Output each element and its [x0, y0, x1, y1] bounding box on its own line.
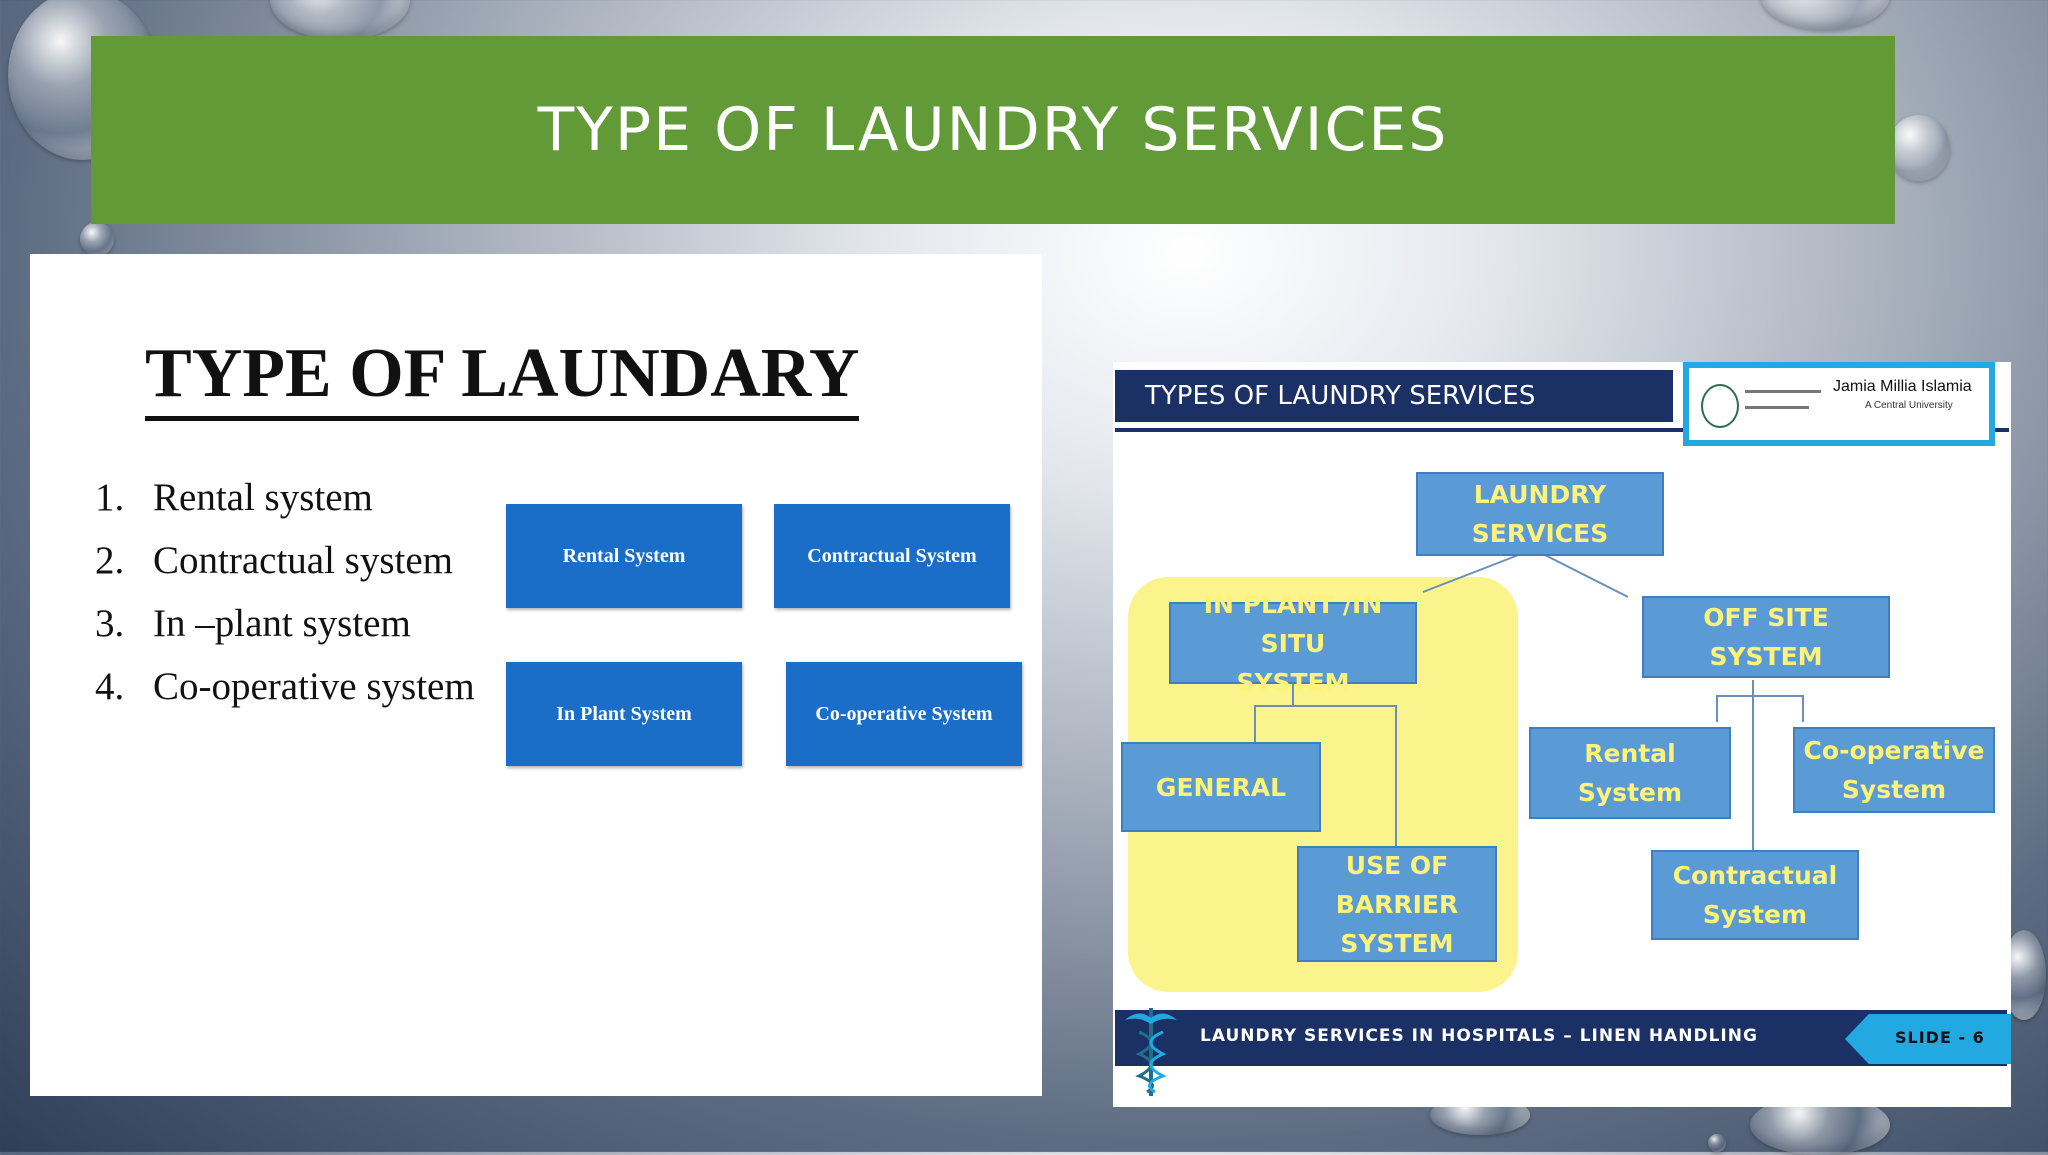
water-bubble [80, 222, 114, 256]
laundry-types-heading: TYPE OF LAUNDARY [145, 334, 860, 421]
connector-inplant-general [1254, 682, 1294, 744]
water-bubble [1708, 1134, 1726, 1152]
university-logo: Jamia Millia Islamia A Central Universit… [1683, 362, 1995, 446]
seal-icon [1701, 384, 1739, 428]
list-item: 4. Co-operative system [95, 655, 475, 718]
laundry-services-node: LAUNDRY SERVICES [1416, 472, 1664, 556]
header-rule [1115, 428, 2009, 432]
logo-script [1745, 390, 1821, 393]
diagram-footer: LAUNDRY SERVICES IN HOSPITALS – LINEN HA… [1115, 1010, 2011, 1066]
general-node: GENERAL [1121, 742, 1321, 832]
slide-title: TYPE OF LAUNDRY SERVICES [537, 95, 1449, 165]
cooperative-system-node: Co-operative System [1793, 727, 1995, 813]
water-bubble [1760, 0, 1890, 30]
connector-offsite-rental [1716, 680, 1754, 722]
list-item: 1. Rental system [95, 466, 475, 529]
laundry-services-diagram-image: TYPES OF LAUNDRY SERVICES Jamia Millia I… [1113, 362, 2011, 1107]
connector-inplant-barrier [1293, 705, 1397, 846]
slide-title-bar: TYPE OF LAUNDRY SERVICES [91, 36, 1895, 224]
contractual-system-node: Contractual System [1651, 850, 1859, 940]
caduceus-icon [1125, 1008, 1177, 1096]
logo-script [1745, 406, 1809, 409]
list-item: 2. Contractual system [95, 529, 475, 592]
list-number: 2. [95, 539, 125, 582]
slide-number: SLIDE - 6 [1895, 1028, 1985, 1047]
cooperative-system-box: Co-operative System [786, 662, 1022, 766]
off-site-system-node: OFF SITE SYSTEM [1642, 596, 1890, 678]
connector-lines [1254, 553, 1804, 850]
water-bubble [270, 0, 410, 40]
list-text: In –plant system [153, 602, 411, 645]
connector-root-inplant [1422, 553, 1522, 593]
list-item: 3. In –plant system [95, 592, 475, 655]
laundry-types-list: 1. Rental system 2. Contractual system 3. I… [95, 466, 475, 718]
water-bubble [1888, 115, 1950, 181]
footer-text: LAUNDRY SERVICES IN HOSPITALS – LINEN HA… [1200, 1026, 1758, 1046]
list-text: Co-operative system [153, 665, 475, 708]
list-text: Rental system [153, 476, 373, 519]
logo-subtitle: A Central University [1865, 400, 1953, 411]
slide-number-tag: SLIDE - 6 [1845, 1014, 2011, 1064]
diagram-header: TYPES OF LAUNDRY SERVICES [1115, 370, 1673, 422]
list-text: Contractual system [153, 539, 454, 582]
connector-root-offsite [1542, 553, 1629, 598]
laundry-types-image: TYPE OF LAUNDARY 1. Rental system 2. Contr… [30, 254, 1042, 1096]
list-number: 3. [95, 602, 125, 645]
rental-system-node: Rental System [1529, 727, 1731, 819]
logo-name: Jamia Millia Islamia [1833, 378, 1972, 395]
connector-offsite-cooperative [1753, 695, 1804, 722]
in-plant-system-box: In Plant System [506, 662, 742, 766]
rental-system-box: Rental System [506, 504, 742, 608]
in-plant-system-node: IN PLANT /IN SITU SYSTEM [1169, 590, 1417, 697]
barrier-system-node: USE OF BARRIER SYSTEM [1297, 846, 1497, 962]
list-number: 4. [95, 665, 125, 708]
contractual-system-box: Contractual System [774, 504, 1010, 608]
list-number: 1. [95, 476, 125, 519]
